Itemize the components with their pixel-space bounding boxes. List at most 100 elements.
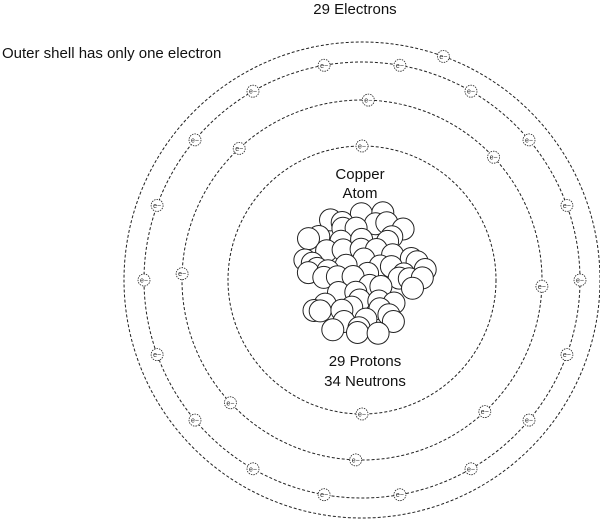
electron-circle — [522, 133, 536, 147]
electron-symbol: e− — [467, 89, 475, 96]
electron: e− — [361, 93, 375, 107]
electron-circle — [232, 141, 246, 155]
electron: e− — [223, 396, 237, 410]
atom-name-line-2: Atom — [342, 185, 377, 202]
electron-circle — [522, 413, 536, 427]
nucleon — [308, 299, 332, 323]
electron-circle — [393, 488, 407, 502]
electron-circle — [464, 84, 478, 98]
electron: e− — [137, 273, 151, 287]
electron-symbol: e− — [525, 137, 533, 144]
electron-symbol: e− — [191, 137, 199, 144]
electron: e− — [232, 141, 246, 155]
nucleon — [401, 276, 424, 300]
electron-circle — [436, 50, 450, 63]
electron-symbol: e− — [320, 492, 328, 499]
electron: e− — [150, 348, 164, 362]
electron: e− — [464, 462, 478, 476]
electron-circle — [355, 407, 369, 421]
electron-symbol: e− — [364, 98, 372, 105]
electron-symbol: e− — [178, 271, 186, 278]
electron: e− — [573, 273, 587, 287]
title-label: 29 Electrons — [313, 1, 396, 18]
electron-symbol: e− — [563, 203, 571, 210]
electron: e− — [355, 407, 369, 421]
electron-symbol: e− — [358, 144, 366, 151]
electron: e− — [487, 150, 501, 164]
electron-symbol: e− — [396, 492, 404, 499]
electron-symbol: e− — [439, 54, 447, 61]
atom-name-line-1: Copper — [335, 166, 384, 183]
electron-symbol: e− — [249, 89, 257, 96]
electron: e− — [436, 50, 450, 63]
electron: e− — [393, 58, 407, 72]
electron-circle — [464, 462, 478, 476]
electron-symbol: e− — [396, 63, 404, 70]
electron-circle — [393, 58, 407, 72]
electron-circle — [188, 413, 202, 427]
electron-circle — [175, 267, 189, 281]
electron-symbol: e− — [525, 418, 533, 425]
electron-circle — [560, 198, 574, 212]
electron-circle — [246, 84, 260, 98]
electron-circle — [349, 453, 363, 467]
outer-shell-label: Outer shell has only one electron — [2, 45, 221, 62]
electron-circle — [317, 58, 331, 72]
electron-symbol: e− — [153, 352, 161, 359]
neutrons-label: 34 Neutrons — [324, 373, 406, 390]
nucleon — [366, 321, 390, 345]
electron-symbol: e− — [538, 284, 546, 291]
electron-circle — [355, 139, 369, 153]
electron: e− — [464, 84, 478, 98]
nucleon — [381, 310, 405, 333]
electron: e− — [246, 84, 260, 98]
electron: e− — [560, 198, 574, 212]
electron: e− — [522, 413, 536, 427]
electron-symbol: e− — [576, 278, 584, 285]
electron-symbol: e− — [140, 278, 148, 285]
electron-symbol: e− — [358, 412, 366, 419]
electron-circle — [317, 488, 331, 502]
electron: e− — [246, 462, 260, 476]
electron: e− — [560, 348, 574, 362]
electron-symbol: e− — [153, 203, 161, 210]
electron-symbol: e− — [320, 63, 328, 70]
nucleon — [346, 321, 369, 344]
electron-circle — [150, 348, 164, 362]
electron-circle — [487, 150, 501, 164]
electron-symbol: e− — [226, 400, 234, 407]
electron: e− — [478, 405, 492, 419]
electron-symbol: e− — [235, 146, 243, 153]
electron-symbol: e− — [490, 155, 498, 162]
electron-symbol: e− — [467, 466, 475, 473]
electron: e− — [535, 279, 549, 293]
electron-circle — [573, 273, 587, 287]
electron-circle — [478, 405, 492, 419]
electron-symbol: e− — [563, 352, 571, 359]
electron: e− — [150, 198, 164, 212]
electron-circle — [223, 396, 237, 410]
electron-symbol: e− — [352, 457, 360, 464]
electron: e− — [188, 133, 202, 147]
electron: e− — [393, 488, 407, 502]
electron: e− — [317, 58, 331, 72]
electron-circle — [560, 348, 574, 362]
electron-symbol: e− — [481, 409, 489, 416]
nucleon — [321, 318, 345, 342]
electron: e− — [188, 413, 202, 427]
electron-circle — [150, 198, 164, 212]
electron-circle — [361, 93, 375, 107]
electrons: e− e− e− e− e− e− e− e− e− e− e− e− e− e− e− e− e− e− e− e−… — [137, 50, 587, 502]
electron: e− — [355, 139, 369, 153]
shell-4-orbit — [123, 41, 600, 519]
electron-circle — [188, 133, 202, 147]
electron-symbol: e− — [249, 466, 257, 473]
electron: e− — [522, 133, 536, 147]
electron-circle — [246, 462, 260, 476]
protons-label: 29 Protons — [329, 353, 402, 370]
electron-circle — [535, 279, 549, 293]
electron-circle — [137, 273, 151, 287]
electron-symbol: e− — [191, 418, 199, 425]
